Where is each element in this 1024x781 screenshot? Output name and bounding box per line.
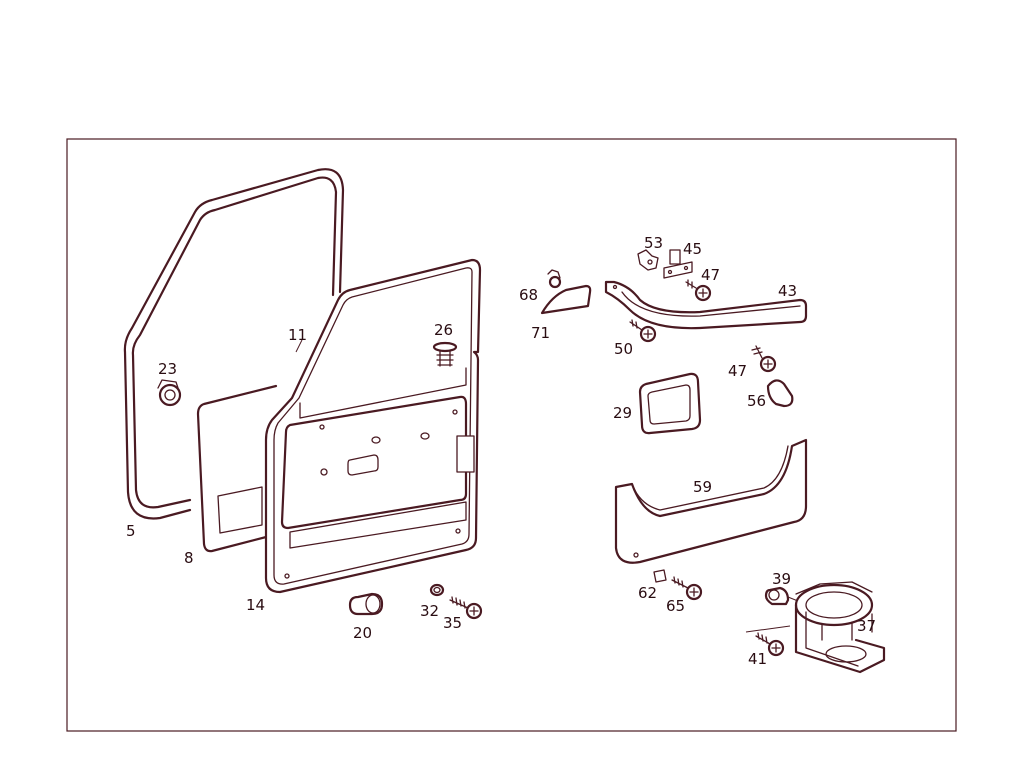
callout-32: 32: [420, 602, 439, 620]
callout-68: 68: [519, 286, 538, 304]
part-65-screw[interactable]: [671, 576, 703, 601]
part-41-screw[interactable]: [745, 625, 791, 657]
part-5-door-seal[interactable]: [123, 168, 345, 520]
part-37-cup-holder[interactable]: [794, 581, 886, 674]
part-47-screw-lower[interactable]: [751, 345, 777, 373]
callout-53: 53: [644, 234, 663, 252]
diagram-frame: [66, 138, 957, 732]
callout-29: 29: [613, 404, 632, 422]
part-43-armrest[interactable]: [604, 280, 808, 330]
part-20-bumper[interactable]: [348, 592, 384, 616]
callout-47-lower: 47: [728, 362, 747, 380]
callout-43: 43: [778, 282, 797, 300]
callout-26: 26: [434, 321, 453, 339]
part-39-plug[interactable]: [764, 586, 809, 606]
callout-71: 71: [531, 324, 550, 342]
part-50-screw[interactable]: [629, 319, 657, 343]
callout-23: 23: [158, 360, 177, 378]
callout-50: 50: [614, 340, 633, 358]
callout-20: 20: [353, 624, 372, 642]
callout-35: 35: [443, 614, 462, 632]
callout-62: 62: [638, 584, 657, 602]
callout-65: 65: [666, 597, 685, 615]
callout-5: 5: [126, 522, 136, 540]
part-59-door-pocket[interactable]: [614, 438, 808, 564]
callout-11: 11: [288, 326, 307, 344]
part-62-clip[interactable]: [653, 569, 667, 583]
part-14-door-frame[interactable]: [264, 258, 482, 594]
callout-56: 56: [747, 392, 766, 410]
part-29-frame[interactable]: [638, 372, 702, 435]
part-32-nut[interactable]: [429, 583, 445, 597]
part-68-clip[interactable]: [547, 269, 562, 289]
part-26-grommet[interactable]: [432, 341, 458, 367]
part-23-plug[interactable]: [157, 379, 182, 407]
callout-14: 14: [246, 596, 265, 614]
leader-11: [295, 339, 303, 353]
part-71-wedge-trim[interactable]: [540, 284, 592, 315]
callout-47-upper: 47: [701, 266, 720, 284]
callout-45: 45: [683, 240, 702, 258]
part-56-cap[interactable]: [766, 379, 794, 408]
callout-37: 37: [857, 617, 876, 635]
callout-8: 8: [184, 549, 194, 567]
part-53-clip[interactable]: [637, 249, 659, 271]
part-45-bracket[interactable]: [663, 249, 693, 279]
part-8-inner-panel[interactable]: [196, 384, 278, 553]
callout-59: 59: [693, 478, 712, 496]
callout-41: 41: [748, 650, 767, 668]
part-35-screw[interactable]: [449, 596, 483, 620]
callout-39: 39: [772, 570, 791, 588]
part-47-screw-upper[interactable]: [685, 279, 712, 302]
